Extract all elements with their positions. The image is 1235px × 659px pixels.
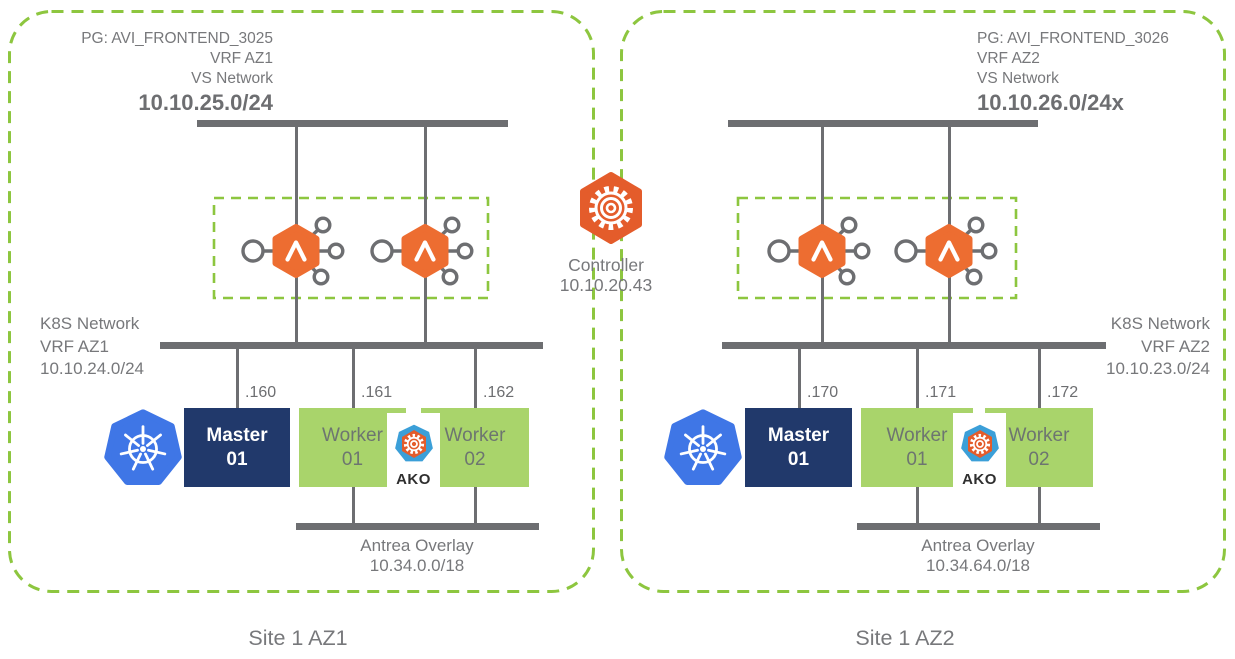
avi-service-engine-icon (760, 209, 884, 293)
worker-label-line2: 01 (341, 448, 364, 470)
master-label-line2: 01 (226, 448, 248, 470)
k8s-network-vrf: VRF AZ2 (1141, 336, 1210, 356)
ako-gear-icon (957, 421, 1002, 465)
k8s-network-cidr: 10.10.23.0/24 (1106, 359, 1210, 378)
vs-network-bar-az2 (728, 120, 1038, 127)
antrea-label: Antrea Overlay (921, 536, 1035, 555)
kubernetes-wheel-icon (101, 407, 185, 491)
controller-info: Controller 10.10.20.43 (536, 255, 676, 295)
ako-gear-icon (391, 421, 436, 465)
worker1-overlay-link-az1 (351, 487, 355, 523)
kubernetes-wheel-icon (661, 407, 745, 491)
node-ip-label: .170 (807, 384, 839, 401)
worker1-overlay-link-az2 (915, 487, 919, 523)
avi-controller-gear-icon (574, 167, 648, 249)
antrea-overlay-info-az1: Antrea Overlay 10.34.0.0/18 (307, 536, 527, 575)
controller-ip: 10.10.20.43 (559, 274, 653, 295)
k8s-network-bar-az1 (160, 342, 543, 349)
node-ip-label: .172 (1047, 384, 1079, 401)
k8s-network-info-az2: K8S Network VRF AZ2 10.10.23.0/24 (1000, 313, 1210, 381)
vrf-label: VRF AZ1 (210, 50, 273, 67)
node-ip-label: .161 (361, 384, 393, 401)
ako-badge-az2: AKO (953, 413, 1006, 493)
se-group-box-az2 (736, 196, 1018, 300)
controller-label: Controller (568, 255, 644, 275)
master-node-az1: Master 01 (184, 408, 290, 487)
worker-label-line1: Worker (322, 424, 383, 446)
master-label-line1: Master (767, 424, 830, 446)
avi-service-engine-icon (887, 209, 1011, 293)
antrea-cidr: 10.34.0.0/18 (369, 555, 465, 575)
antrea-label: Antrea Overlay (360, 536, 474, 555)
worker2-overlay-link-az1 (473, 487, 477, 523)
node-ip-label: .171 (925, 384, 957, 401)
worker-label-line1: Worker (1008, 424, 1070, 446)
worker-label-line2: 02 (1028, 448, 1050, 470)
k8s-network-cidr: 10.10.24.0/24 (40, 359, 144, 378)
worker-label-line1: Worker (886, 424, 948, 446)
worker-label-line2: 01 (906, 448, 928, 470)
antrea-overlay-bar-az1 (296, 523, 539, 530)
avi-service-engine-icon (234, 209, 358, 293)
vs-network-bar-az1 (197, 120, 508, 127)
worker-label-line2: 02 (464, 448, 486, 470)
avi-service-engine-icon (363, 209, 487, 293)
antrea-overlay-info-az2: Antrea Overlay 10.34.64.0/18 (868, 536, 1088, 575)
antrea-overlay-bar-az2 (857, 523, 1100, 530)
site-az1-boundary (8, 10, 595, 593)
worker1-link-az2 (915, 349, 919, 408)
master-link-az2 (797, 349, 801, 408)
master-link-az1 (235, 349, 239, 408)
antrea-cidr: 10.34.64.0/18 (926, 555, 1030, 575)
vs-network-cidr: 10.10.25.0/24 (138, 90, 273, 115)
site-label-az2: Site 1 AZ2 (855, 626, 955, 650)
master-node-az2: Master 01 (745, 408, 852, 487)
ako-label: AKO (396, 471, 431, 488)
master-label-line2: 01 (787, 448, 810, 470)
node-ip-label: .162 (483, 384, 515, 401)
worker1-link-az1 (351, 349, 355, 408)
site-az2-boundary (620, 10, 1226, 593)
worker2-link-az2 (1037, 349, 1041, 408)
se-group-box-az1 (212, 196, 490, 300)
vs-network-cidr: 10.10.26.0/24x (977, 90, 1124, 115)
k8s-network-info-az1: K8S Network VRF AZ1 10.10.24.0/24 (40, 313, 250, 381)
vs-network-label: VS Network (977, 70, 1059, 87)
worker2-link-az1 (473, 349, 477, 408)
k8s-network-vrf: VRF AZ1 (40, 336, 109, 356)
node-ip-label: .160 (245, 384, 277, 401)
worker-label-line1: Worker (444, 424, 506, 446)
pg-label: PG: AVI_FRONTEND_3025 (81, 30, 273, 47)
pg-label: PG: AVI_FRONTEND_3026 (977, 30, 1169, 47)
site-label-az1: Site 1 AZ1 (248, 626, 348, 650)
worker2-overlay-link-az2 (1037, 487, 1041, 523)
ako-label: AKO (962, 471, 997, 488)
frontend-info-az2: PG: AVI_FRONTEND_3026 VRF AZ2 VS Network… (977, 29, 1227, 115)
k8s-network-label: K8S Network (1110, 314, 1210, 333)
frontend-info-az1: PG: AVI_FRONTEND_3025 VRF AZ1 VS Network… (23, 29, 273, 115)
vrf-label: VRF AZ2 (977, 50, 1040, 67)
k8s-network-label: K8S Network (40, 314, 140, 333)
ako-badge-az1: AKO (387, 413, 440, 493)
k8s-network-bar-az2 (722, 342, 1106, 349)
master-label-line1: Master (206, 424, 268, 446)
vs-network-label: VS Network (191, 70, 273, 87)
